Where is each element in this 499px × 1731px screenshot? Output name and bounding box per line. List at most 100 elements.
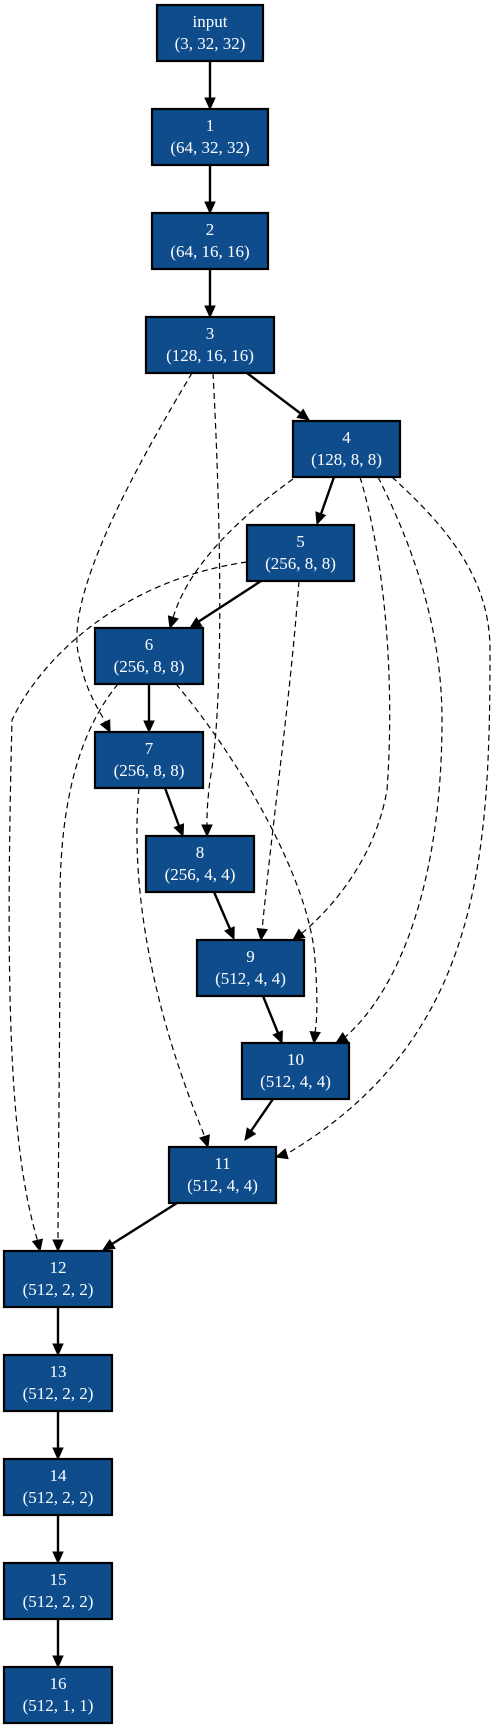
arrowhead-icon [199,1134,210,1149]
arrowhead-icon [309,1031,321,1045]
edge-n8-n9 [212,891,235,941]
arrowhead-icon [52,1447,64,1461]
edge-input-n1 [204,61,216,111]
node-8-label: 8 [196,843,205,862]
edge-line [163,787,181,827]
node-5-shape: (256, 8, 8) [265,554,336,573]
node-3-label: 3 [206,324,215,343]
edge-n12-n13 [52,1307,64,1357]
edge-n4-n5 [315,476,336,526]
node-14-shape: (512, 2, 2) [23,1488,94,1507]
node-13-label: 13 [50,1362,67,1381]
node-15-shape: (512, 2, 2) [23,1592,94,1611]
node-15-label: 15 [50,1570,67,1589]
arrowhead-icon [52,1551,64,1565]
edge-n1-n2 [204,165,216,215]
node-5-label: 5 [296,532,305,551]
edge-n3-n7 [76,372,193,734]
node-6-label: 6 [145,635,154,654]
edge-n7-n11 [136,787,210,1149]
node-7: 7 (256, 8, 8) [93,730,205,790]
node-3-shape: (128, 16, 16) [166,346,254,365]
arrowhead-icon [204,201,216,215]
arrowhead-icon [224,926,235,941]
node-1-label: 1 [206,116,215,135]
node-10-shape: (512, 4, 4) [260,1072,331,1091]
node-12-label: 12 [50,1258,67,1277]
edge-n11-n12 [101,1201,178,1251]
node-2: 2 (64, 16, 16) [150,211,270,271]
node-9: 9 (512, 4, 4) [195,938,306,998]
node-8: 8 (256, 4, 4) [144,834,256,894]
arrowhead-icon [244,1127,257,1141]
node-7-label: 7 [145,739,154,758]
edge-n9-n10 [261,995,283,1045]
edge-n6-n12 [52,683,119,1253]
node-3: 3 (128, 16, 16) [144,315,276,375]
edge-line [172,478,294,619]
node-16: 16 (512, 1, 1) [2,1665,114,1725]
edge-line [212,891,232,930]
edge-line [57,683,119,1242]
edge-n15-n16 [52,1619,64,1669]
edge-line [261,995,280,1034]
edge-line [136,787,206,1138]
arrowhead-icon [296,408,310,421]
edges-layer [8,61,491,1669]
node-6-shape: (256, 8, 8) [114,657,185,676]
node-12: 12 (512, 2, 2) [2,1249,114,1309]
node-8-shape: (256, 4, 4) [165,865,236,884]
edge-n13-n14 [52,1411,64,1461]
edge-n5-n6 [188,579,262,629]
node-4-label: 4 [342,428,351,447]
edge-line [76,372,193,724]
arrowhead-icon [52,1239,64,1253]
node-6: 6 (256, 8, 8) [93,626,205,686]
node-16-label: 16 [50,1674,67,1693]
node-2-shape: (64, 16, 16) [170,242,249,261]
arrowhead-icon [272,1030,283,1045]
edge-line [246,372,301,414]
arrowhead-icon [334,1031,349,1044]
node-input-label: input [193,12,228,31]
node-9-shape: (512, 4, 4) [215,969,286,988]
edge-line [261,580,300,931]
arrowhead-icon [204,305,216,319]
edge-n6-n10 [175,683,321,1045]
edge-line [175,683,318,1034]
arrowhead-icon [99,719,111,734]
arrowhead-icon [274,1148,289,1160]
node-input-shape: (3, 32, 32) [175,34,246,53]
edge-line [197,579,262,624]
node-14: 14 (512, 2, 2) [2,1457,114,1517]
arrowhead-icon [52,1655,64,1669]
node-11: 11 (512, 4, 4) [167,1145,278,1205]
node-2-label: 2 [206,220,215,239]
node-11-label: 11 [214,1154,230,1173]
node-9-label: 9 [246,947,255,966]
edge-n7-n8 [163,787,185,838]
arrowhead-icon [201,824,213,838]
edge-line [206,372,221,827]
edge-n4-n11 [274,476,491,1160]
edge-n4-n6 [167,478,294,630]
arrowhead-icon [31,1238,44,1253]
edge-line [284,476,491,1156]
arrowhead-icon [315,511,327,526]
node-11-shape: (512, 4, 4) [187,1176,258,1195]
node-13-shape: (512, 2, 2) [23,1384,94,1403]
arrowhead-icon [52,1343,64,1357]
edge-line [250,1098,274,1132]
node-input: input (3, 32, 32) [155,3,265,63]
node-1-shape: (64, 32, 32) [170,138,249,157]
arrowhead-icon [143,720,155,734]
node-7-shape: (256, 8, 8) [114,761,185,780]
edge-line [343,476,443,1039]
node-12-shape: (512, 2, 2) [23,1280,94,1299]
nodes-layer: input (3, 32, 32) 1 (64, 32, 32) 2 (64, … [2,3,402,1725]
node-4-shape: (128, 8, 8) [311,450,382,469]
edge-n14-n15 [52,1515,64,1565]
node-10-label: 10 [287,1050,304,1069]
node-10: 10 (512, 4, 4) [240,1041,351,1101]
